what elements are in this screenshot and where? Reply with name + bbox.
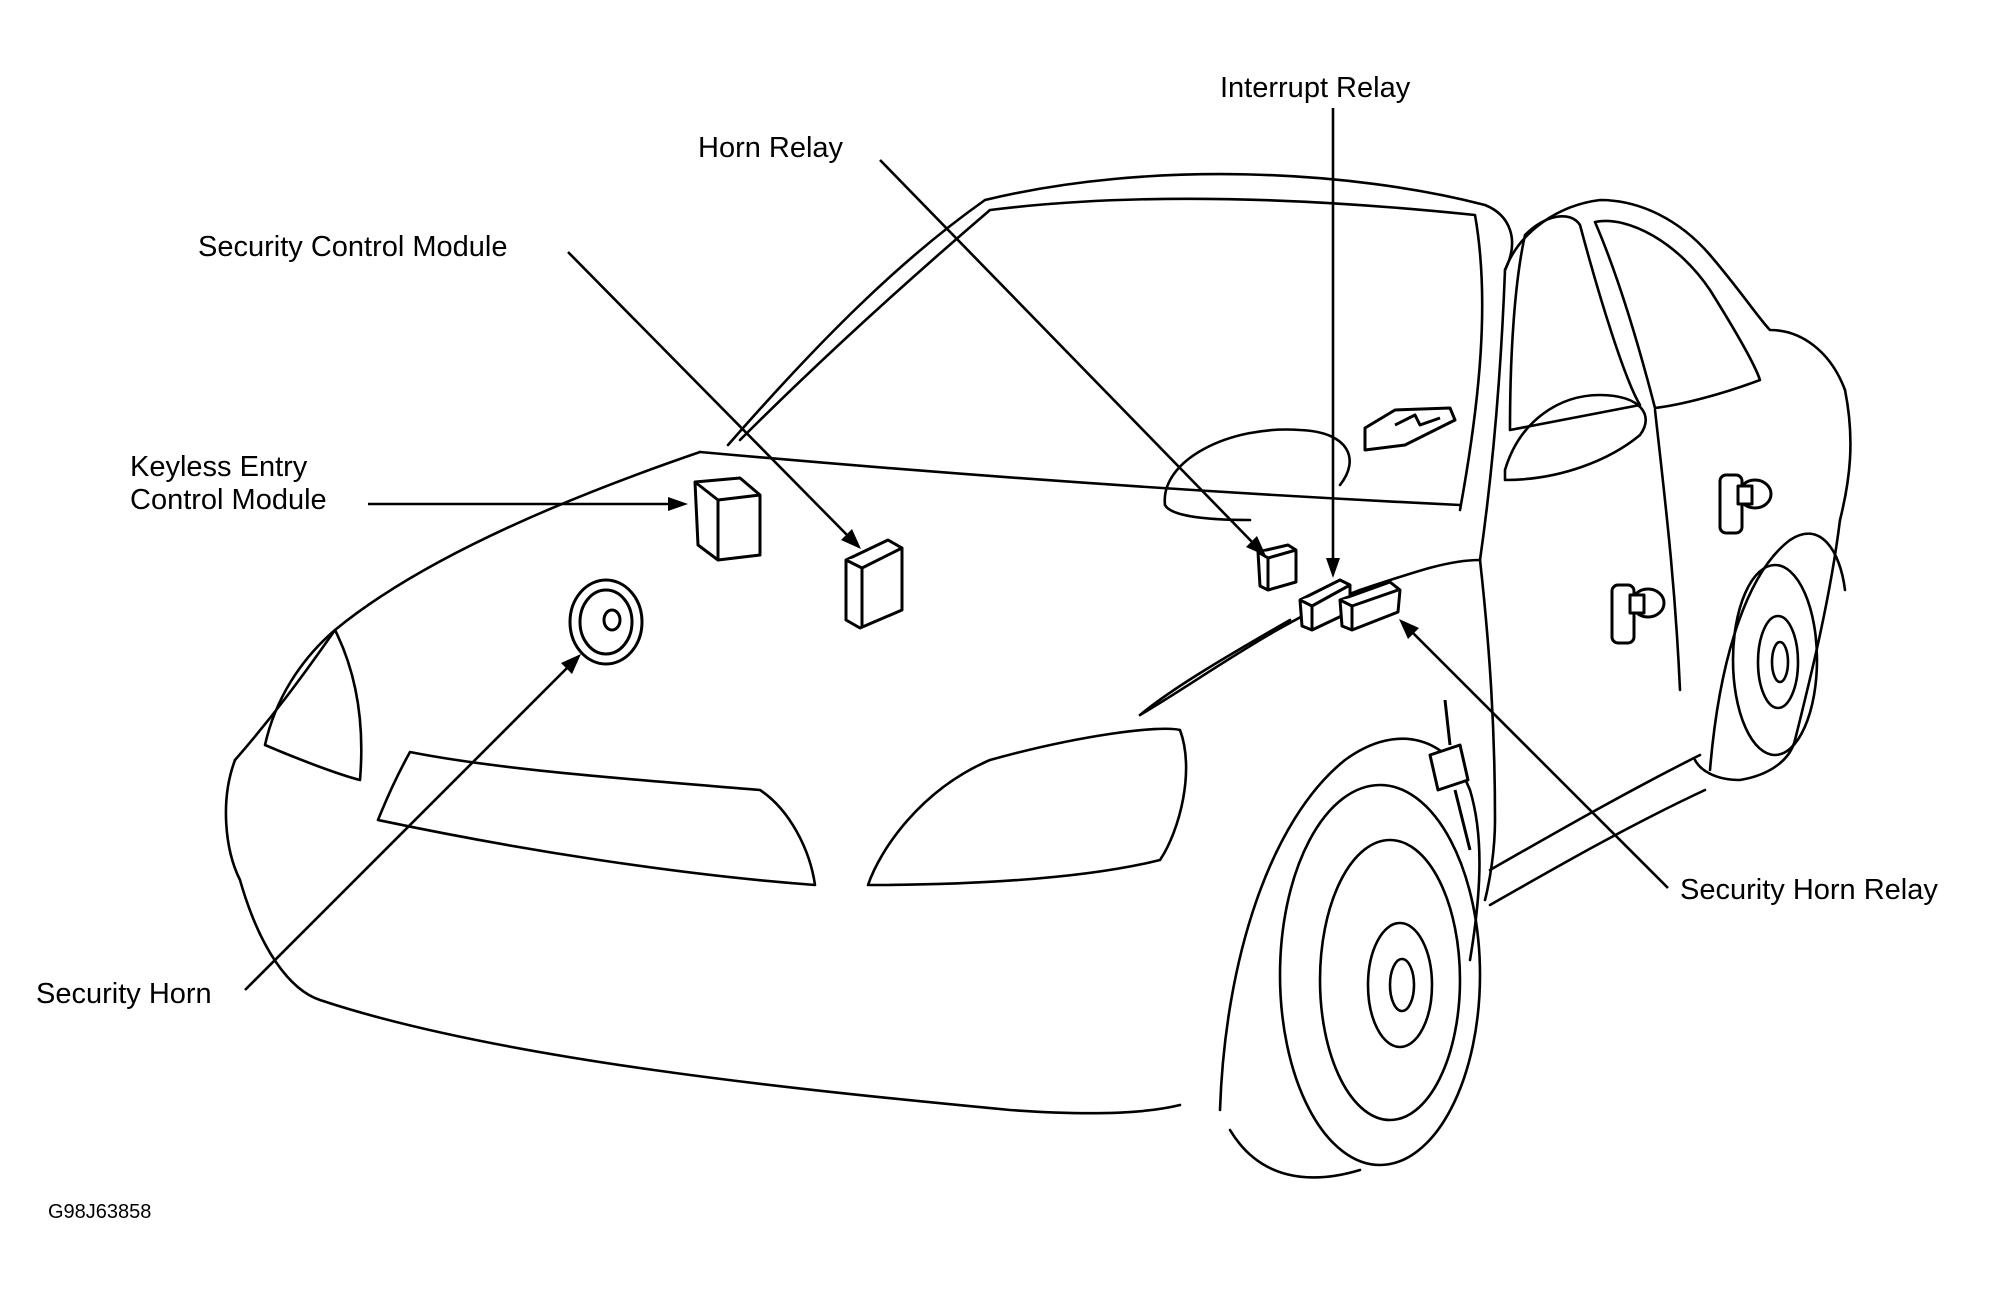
front-wheel-arch (1218, 737, 1481, 1112)
arrow-interrupt-relay (1326, 558, 1340, 578)
label-security-horn-relay: Security Horn Relay (1680, 874, 1938, 906)
front-side-window (1508, 215, 1642, 432)
rear-tire (1731, 563, 1819, 757)
arrow-security-control-module (841, 529, 861, 549)
cowl-line (698, 450, 1462, 507)
rear-wheel-arch (1708, 532, 1847, 772)
front-bumper-outline (224, 758, 1182, 1115)
fender-line (1138, 558, 1482, 717)
a-pillar (1478, 198, 1712, 562)
leader-lines (244, 108, 1669, 991)
right-headlight (866, 727, 1188, 887)
car-outline (224, 172, 1852, 1179)
hood-edge-right (1138, 618, 1292, 717)
leader-horn-relay (879, 159, 1256, 546)
roof-outline (726, 172, 1514, 447)
rear-hub-center (1770, 640, 1790, 684)
components (568, 406, 1773, 851)
front-hub-inner (1388, 957, 1416, 1013)
label-security-horn: Security Horn (36, 978, 212, 1010)
arrow-horn-relay (1246, 536, 1266, 556)
front-tire (1278, 783, 1482, 1167)
label-security-control-module: Security Control Module (198, 231, 508, 263)
keyless-entry-control-module-shape (693, 476, 762, 562)
rear-door-line (1653, 408, 1682, 692)
arrow-security-horn-relay (1399, 619, 1419, 639)
figure-id: G98J63858 (48, 1201, 152, 1223)
front-hub-outer (1366, 921, 1434, 1049)
front-door-line (1478, 558, 1497, 902)
leader-security-horn-relay (1409, 629, 1669, 889)
security-horn-shape (568, 578, 644, 666)
rear-roof-line (1708, 253, 1852, 522)
arrow-security-horn (561, 654, 581, 674)
rear-door-lock-switch (1718, 473, 1773, 535)
front-wheel-bottom (1228, 1128, 1362, 1179)
leader-security-horn (244, 664, 571, 991)
windshield-outline (738, 197, 1484, 512)
security-horn-relay-shape (1338, 580, 1402, 632)
front-door-lock-switch (1610, 583, 1666, 645)
side-mirror (1503, 393, 1647, 482)
rear-quarter (1693, 518, 1842, 782)
rocker-panel-lower (1488, 788, 1707, 907)
arrow-keyless-entry (668, 497, 688, 511)
rocker-panel (1488, 753, 1702, 872)
rear-side-window (1593, 219, 1762, 410)
label-interrupt-relay: Interrupt Relay (1220, 72, 1411, 104)
left-headlight (263, 628, 363, 782)
dash-line (1163, 503, 1252, 522)
grille-outline (376, 750, 817, 887)
security-control-module-shape (844, 538, 904, 630)
front-tire-inner (1318, 838, 1462, 1122)
label-keyless-entry-line2: Control Module (130, 484, 327, 516)
label-keyless-entry-control-module: Keyless Entry Control Module (130, 451, 327, 517)
leader-security-control-module (567, 251, 851, 539)
wheel-well-connector (1428, 699, 1472, 851)
label-horn-relay: Horn Relay (698, 132, 844, 164)
interior-bracket-component (1363, 406, 1457, 452)
steering-wheel (1163, 428, 1351, 507)
label-keyless-entry-line1: Keyless Entry (130, 451, 308, 483)
rear-hub (1756, 614, 1800, 710)
